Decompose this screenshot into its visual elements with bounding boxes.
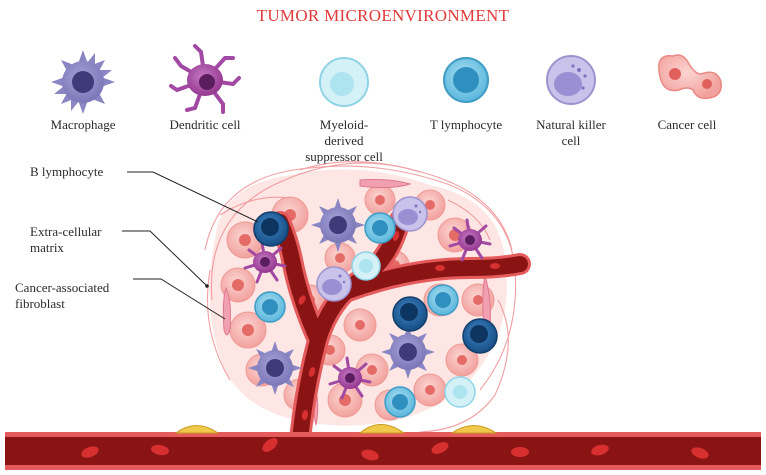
callout-dot <box>205 284 209 288</box>
callout-label-caf-line2: fibroblast <box>15 296 65 311</box>
tumor-macrophage-icon <box>248 341 302 395</box>
legend-label-mdsc: Myeloid- derived suppressor cell <box>294 117 394 165</box>
tumor-dendritic-icon <box>328 356 372 400</box>
legend-label-nk-line1: Natural killer <box>536 117 606 132</box>
legend-label-mdsc-line2: derived <box>324 133 364 148</box>
tumor-nk-icon <box>392 196 428 232</box>
callout-label-ecm: Extra-cellular matrix <box>30 224 101 256</box>
callout-label-caf: Cancer-associated fibroblast <box>15 280 109 312</box>
legend-nk-icon <box>546 55 596 105</box>
legend-label-dendritic: Dendritic cell <box>169 117 241 132</box>
tumor-macrophage-icon <box>311 198 365 252</box>
tumor-nk-icon <box>316 266 352 302</box>
legend-label-mdsc-line1: Myeloid- <box>319 117 369 132</box>
legend-label-macrophage: Macrophage <box>50 117 116 132</box>
tumor-dendritic-icon <box>448 218 492 262</box>
legend-tcell-icon <box>443 57 489 103</box>
tumor-macrophage-icon <box>381 325 435 379</box>
tumor-dendritic-icon <box>243 240 287 284</box>
legend-label-tcell: T lymphocyte <box>429 117 503 132</box>
callout-label-bcell: B lymphocyte <box>30 164 104 179</box>
callout-label-ecm-line1: Extra-cellular <box>30 224 102 239</box>
callout-lines <box>122 171 259 320</box>
tumor-bcell-group <box>253 211 498 354</box>
main-blood-vessel <box>5 424 761 470</box>
diagram-title: TUMOR MICROENVIRONMENT <box>256 6 510 25</box>
legend-label-nk: Natural killer cell <box>521 117 621 149</box>
legend-label-nk-line2: cell <box>561 133 581 148</box>
callout-label-ecm-line2: matrix <box>30 240 64 255</box>
legend-label-cancer: Cancer cell <box>657 117 717 132</box>
legend-macrophage-icon <box>51 50 115 114</box>
tumor-mdsc-icon <box>444 376 476 408</box>
callout-label-caf-line1: Cancer-associated <box>15 280 110 295</box>
legend-cancer-icon <box>658 54 722 100</box>
legend-dendritic-icon <box>169 44 241 114</box>
legend-mdsc-icon <box>319 57 369 107</box>
tumor-mdsc-icon <box>351 251 381 281</box>
legend-label-mdsc-line3: suppressor cell <box>305 149 383 164</box>
